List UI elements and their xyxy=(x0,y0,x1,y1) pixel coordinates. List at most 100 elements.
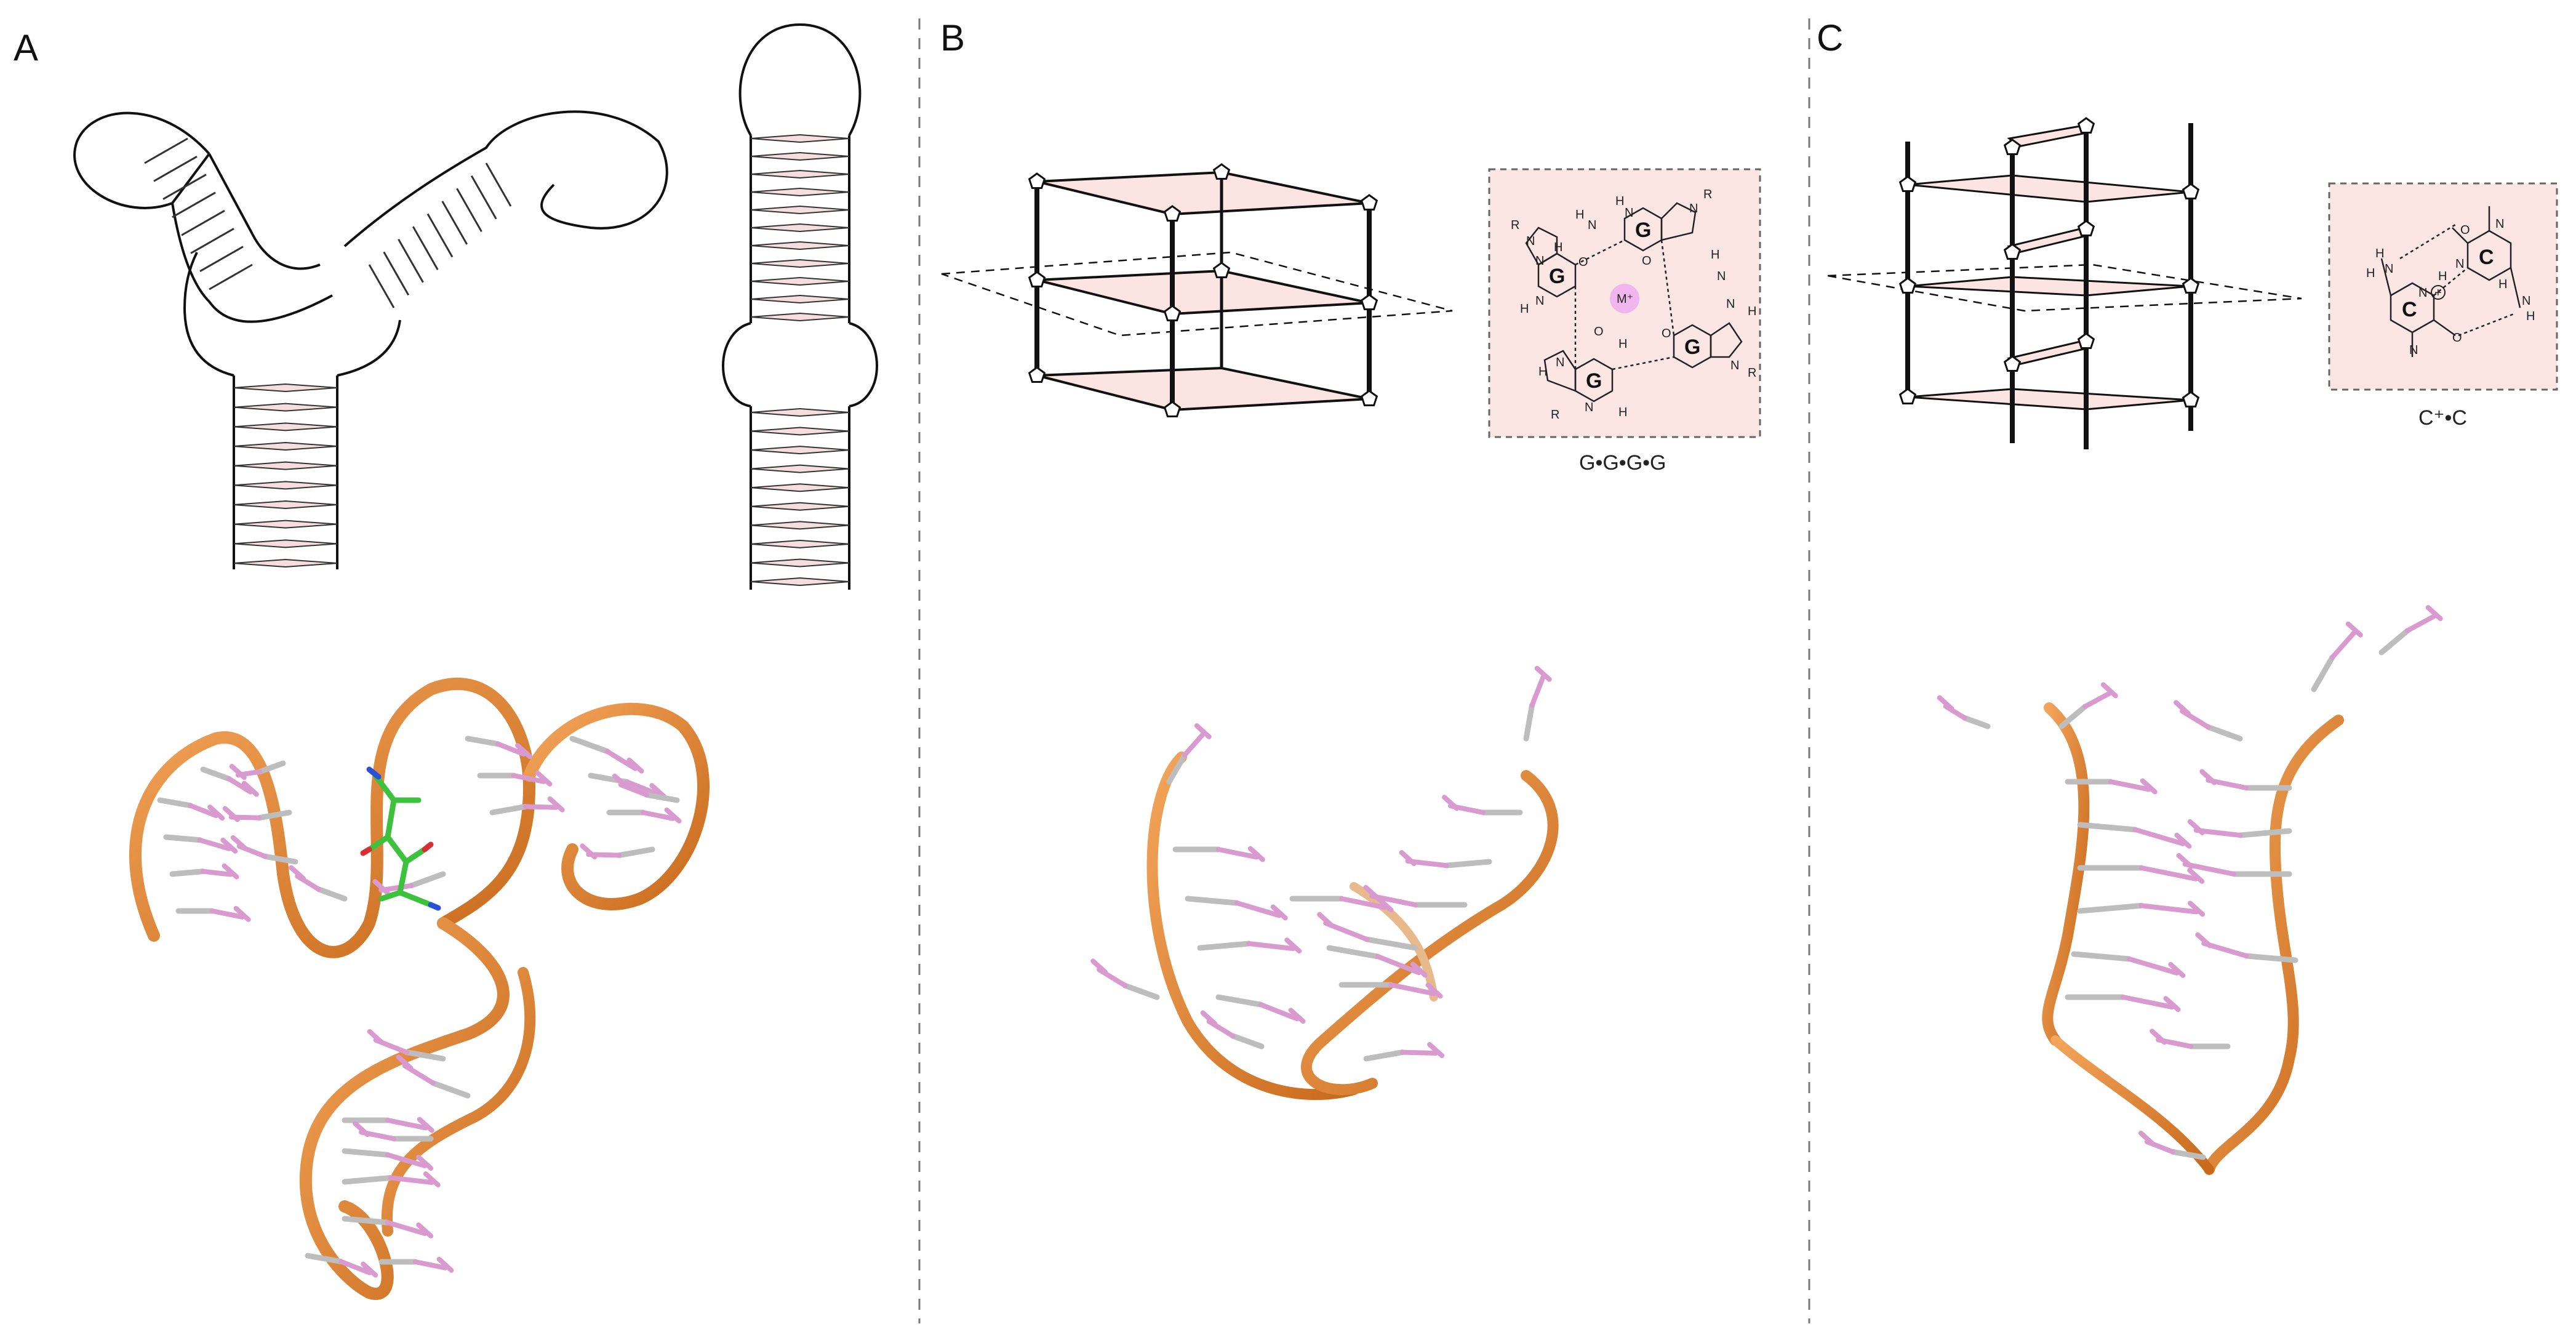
base-pair-rung xyxy=(750,539,850,548)
backbone-stick xyxy=(305,1253,344,1265)
backbone-stick xyxy=(404,1049,446,1062)
backbone-stick xyxy=(616,846,655,859)
base-pair-rung xyxy=(426,213,454,258)
base-pair-rung xyxy=(412,226,439,270)
g-base-label: G xyxy=(1635,219,1651,242)
pentagon-node xyxy=(2077,332,2095,349)
backbone-stick xyxy=(257,760,286,775)
backbone-stick xyxy=(163,834,203,843)
base-pair-rung xyxy=(750,187,850,197)
c-base-label: C xyxy=(2479,246,2494,269)
panel-label-a: A xyxy=(14,27,38,68)
base-pair-rung xyxy=(172,191,216,219)
nucleobase-stick xyxy=(388,1171,441,1188)
nucleobase-stick xyxy=(229,764,263,780)
nucleobase-stick xyxy=(2138,901,2206,917)
nucleobase-stick xyxy=(385,1220,434,1238)
nucleobase-stick xyxy=(641,807,682,824)
atom-label: R xyxy=(1551,408,1559,422)
base-pair-rung xyxy=(750,223,850,233)
left-arm-base-pairs xyxy=(144,137,253,291)
charge-circle xyxy=(2431,285,2446,300)
ion-label: M⁺ xyxy=(1617,292,1633,306)
nucleobase-stick xyxy=(2405,604,2443,633)
nucleobase-stick xyxy=(1937,695,1967,721)
nucleobase-stick xyxy=(2187,819,2243,838)
nucleobase-stick xyxy=(2138,1130,2175,1155)
i-motif-schematic xyxy=(1827,117,2302,449)
nucleobase-stick xyxy=(2330,621,2363,660)
backbone-stick xyxy=(2311,654,2335,692)
atom-label: N xyxy=(1526,235,1535,248)
pentagon-node xyxy=(1898,388,1917,404)
base-pair-rung xyxy=(441,201,468,245)
backbone-stick xyxy=(1364,936,1418,951)
hairpin-schematic xyxy=(722,23,878,590)
aptamer-3d-structure xyxy=(129,677,710,1300)
pentagon-node xyxy=(1163,205,1182,222)
backbone-stick xyxy=(489,803,529,816)
atom-label: H xyxy=(1520,302,1529,316)
nucleobase-stick xyxy=(2199,769,2249,790)
backbone-stick xyxy=(2077,902,2145,914)
base-pair-rung xyxy=(383,251,410,296)
base-pair-rung xyxy=(750,169,850,179)
pentagon-node xyxy=(2003,138,2022,155)
base-pair-rung xyxy=(190,228,234,254)
base-pair-rung xyxy=(485,162,512,207)
atom-label: N xyxy=(1717,270,1726,283)
backbone-stick xyxy=(2058,704,2088,729)
backbone-stick xyxy=(1122,982,1160,1000)
base-pair-rung xyxy=(233,500,338,510)
pentagon-node xyxy=(1028,172,1046,189)
nucleobase-stick xyxy=(1317,912,1370,942)
pentagon-node xyxy=(1212,163,1231,180)
backbone-stick xyxy=(1197,941,1252,951)
backbone-stick xyxy=(157,797,193,809)
backbone-stick xyxy=(262,853,298,865)
atom-label: O xyxy=(2460,223,2470,237)
atom-label: H xyxy=(1538,365,1547,379)
nucleobase-sticks xyxy=(157,736,682,1278)
pentagon-node xyxy=(2003,355,2022,372)
atom-label: R xyxy=(1748,366,1756,380)
atom-label: N xyxy=(2418,286,2427,300)
atom-label: N xyxy=(1730,359,1739,372)
pentagon-node xyxy=(1360,194,1378,211)
ligand-sticks xyxy=(360,766,441,911)
g-base-label: G xyxy=(1549,265,1565,288)
metal-ion xyxy=(1610,284,1639,313)
pentagon-nodes xyxy=(1028,163,1378,417)
nucleobase-stick xyxy=(1234,900,1288,921)
base-pair-rung xyxy=(750,151,850,161)
nucleobase-stick xyxy=(1258,1002,1306,1024)
atom-label: H xyxy=(1575,208,1584,222)
base-pair-rung xyxy=(750,464,850,473)
backbone-stick xyxy=(408,871,446,889)
three-way-junction-schematic xyxy=(73,110,668,569)
nucleobase-stick xyxy=(289,865,321,892)
atom-label: O xyxy=(1578,255,1588,269)
base-pair-rung xyxy=(750,241,850,251)
g-tetrad-caption: G•G•G•G xyxy=(1579,451,1666,475)
atom-label: H xyxy=(2366,267,2375,280)
nucleobase-stick xyxy=(604,748,644,774)
backbone-stick xyxy=(342,1216,391,1226)
panel-label-c: C xyxy=(1817,17,1843,58)
g-quadruplex-schematic xyxy=(941,163,1453,417)
backbone-stick xyxy=(465,736,501,747)
atom-label: O xyxy=(1642,254,1652,268)
nucleobase-stick xyxy=(2174,700,2211,730)
base-pair-rung xyxy=(233,520,338,529)
nucleobase-stick xyxy=(1400,1041,1445,1058)
pentagon-node xyxy=(1360,390,1378,406)
atom-label: N xyxy=(2455,257,2464,271)
nucleobase-stick xyxy=(230,835,268,859)
g-base-label: G xyxy=(1684,335,1700,359)
base-pair-rung xyxy=(233,558,338,568)
nucleobase-stick xyxy=(197,837,238,854)
backbone-stick xyxy=(1326,945,1381,960)
backbone-stick xyxy=(342,1148,391,1158)
nucleobase-stick xyxy=(338,1259,378,1278)
